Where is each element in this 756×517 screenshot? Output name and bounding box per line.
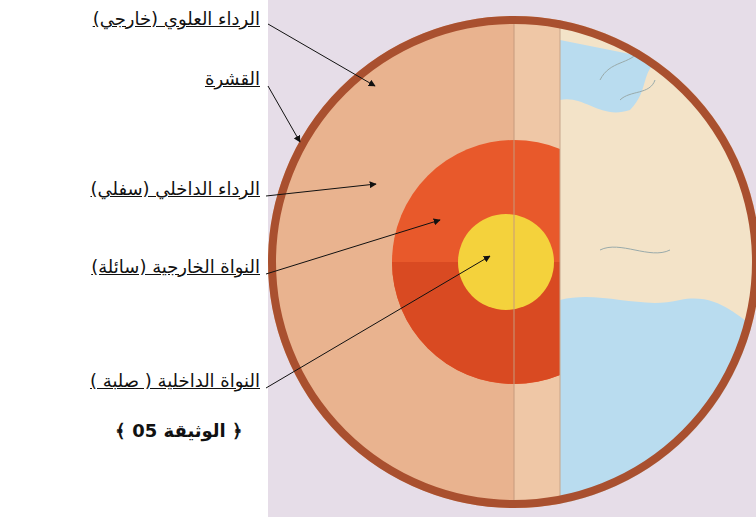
mantle: [260, 0, 756, 517]
crust-label: القشرة: [203, 68, 262, 90]
leader-line: [266, 256, 490, 388]
leader-line: [266, 220, 440, 274]
outer-core-label: النواة الخارجية (سائلة): [89, 256, 262, 278]
document-caption: ﴿ الوثيقة 05 ﴾: [113, 420, 245, 442]
cut-edge: [514, 0, 515, 517]
inner-core-label: النواة الداخلية ( صلبة ): [88, 370, 262, 392]
mantle-lower-label: الرداء الداخلي (سفلي): [88, 178, 262, 200]
coastline: [600, 50, 720, 100]
cut-edge: [560, 0, 561, 517]
leader-line: [266, 184, 376, 196]
coastline: [600, 247, 670, 253]
ocean: [560, 40, 660, 112]
inner-core: [458, 214, 554, 310]
leader-line: [268, 24, 375, 86]
outer-core: [392, 140, 560, 384]
globe-surface: [560, 0, 756, 517]
crust: [272, 20, 756, 504]
ocean: [560, 297, 756, 517]
mantle-upper-label: الرداء العلوي (خارجي): [91, 8, 262, 30]
leader-line: [268, 86, 300, 142]
